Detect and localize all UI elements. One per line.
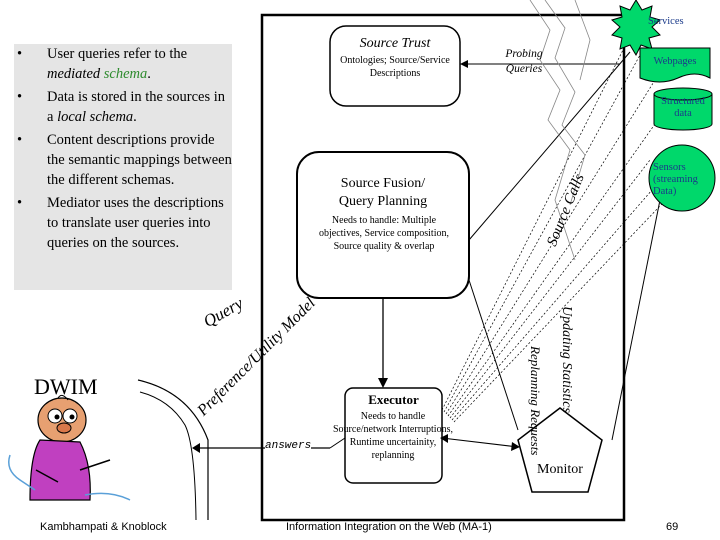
dwim-label: DWIM	[34, 374, 98, 399]
probing-queries-label: Probing Queries	[505, 48, 543, 75]
replanning-label: Replanning Requests	[528, 346, 543, 456]
executor-box	[344, 387, 443, 484]
bullet-item: • Content descriptions provide the seman…	[17, 132, 232, 188]
updating-statistics-label: Updating Statistics	[559, 306, 574, 413]
page-number: 69	[666, 521, 679, 533]
footer-author: Kambhampati & Knoblock	[40, 521, 167, 533]
bullet-panel: • User queries refer to the mediated sch…	[14, 44, 232, 290]
monitor-shape	[517, 407, 603, 493]
user-cartoon	[8, 394, 131, 501]
source-call-lines	[441, 39, 681, 423]
footer-title: Information Integration on the Web (MA-1…	[286, 521, 492, 533]
sensors-shape	[648, 144, 716, 212]
answers-label: answers	[265, 440, 312, 452]
bullet-item: • User queries refer to the mediated sch…	[17, 46, 188, 82]
mediator-frame	[260, 13, 626, 522]
bullet-item: • Mediator uses the descriptions to tran…	[17, 195, 224, 251]
source-trust-title: Source Trust	[359, 36, 431, 51]
bullet-item: • Data is stored in the sources in a loc…	[17, 89, 225, 125]
fusion-title: Source Fusion/ Query Planning	[338, 176, 428, 209]
source-trust-desc: Ontologies; Source/Service Descriptions	[340, 55, 450, 79]
structured-data-shape	[653, 87, 713, 131]
source-trust-box	[329, 25, 461, 107]
answer-dish	[137, 379, 209, 520]
executor-desc: Needs to handle Source/network Interrupt…	[333, 411, 453, 461]
structured-data-label: Structured data	[661, 96, 705, 119]
services-label: Services	[648, 16, 684, 27]
executor-title: Executor	[368, 392, 419, 407]
services-shape	[610, 0, 662, 57]
webpages-label: Webpages	[653, 56, 697, 67]
sensors-label: Sensors (streaming Data)	[653, 162, 698, 197]
webpages-shape	[639, 47, 711, 83]
fusion-desc: Needs to handle: Multiple objectives, Se…	[319, 215, 449, 252]
monitor-label: Monitor	[537, 462, 583, 477]
